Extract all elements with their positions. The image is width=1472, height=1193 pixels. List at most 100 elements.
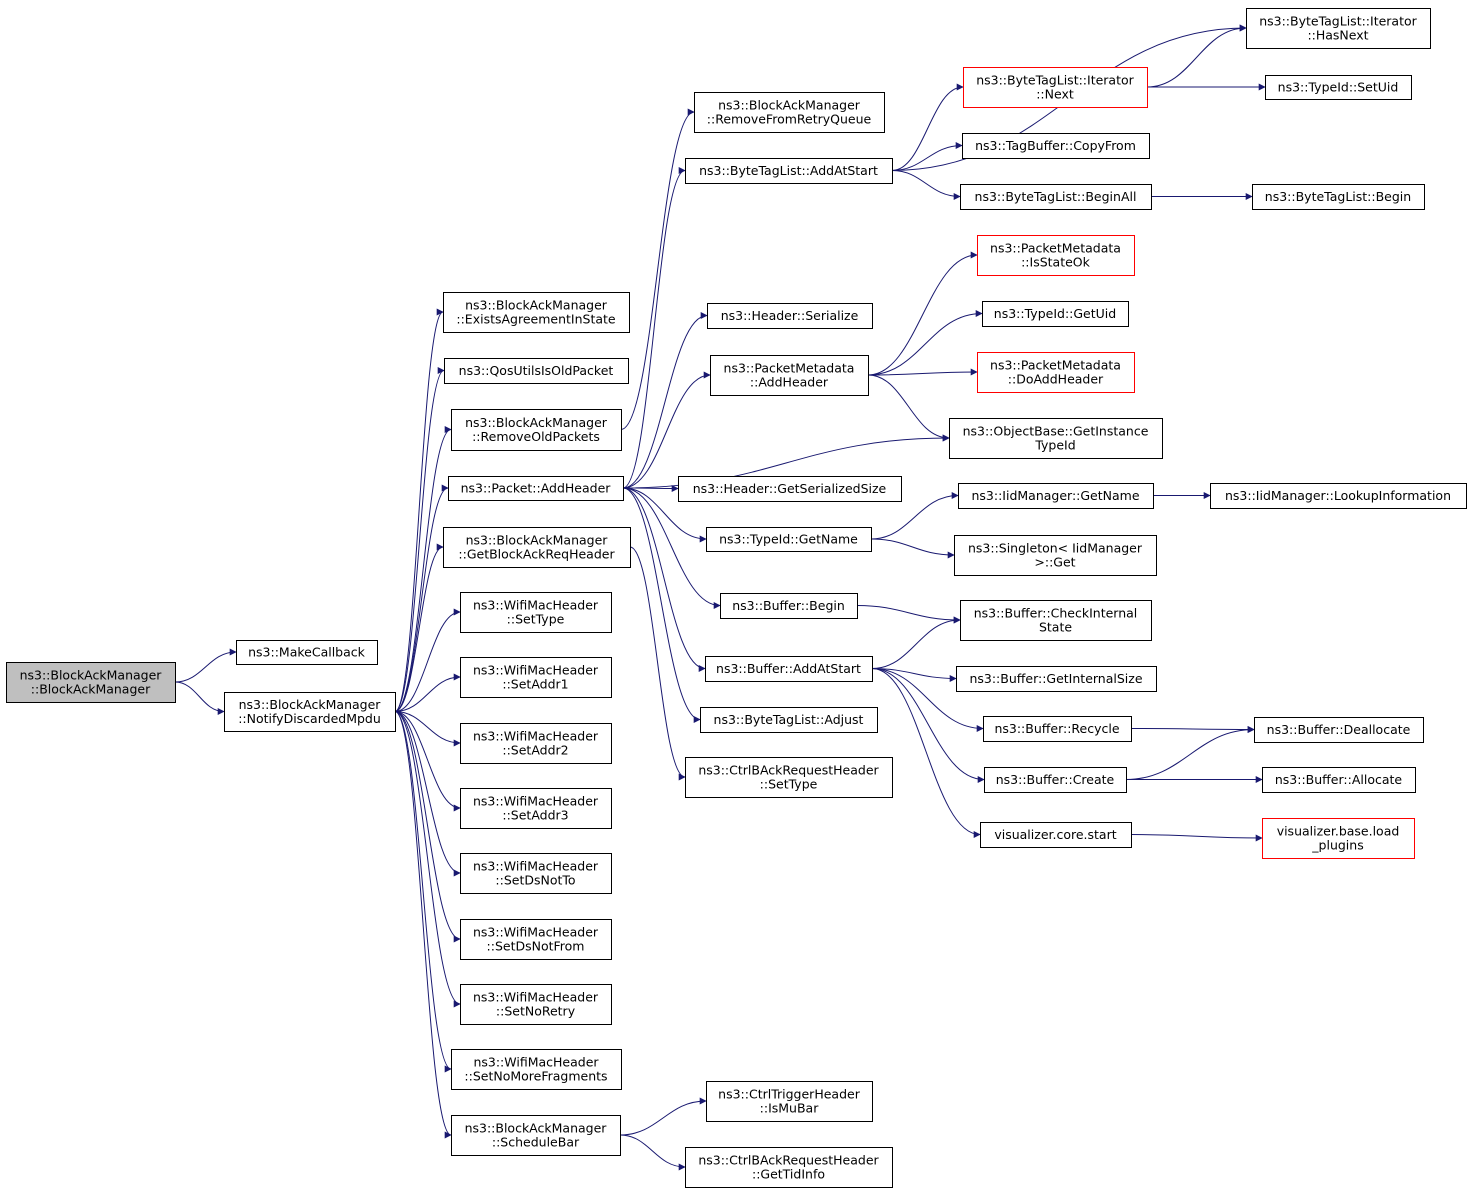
node-typeid_getname[interactable]: ns3::TypeId::GetName [706,527,872,552]
node-box[interactable] [960,600,1152,641]
node-box[interactable] [977,235,1135,276]
node-box[interactable] [1262,818,1415,859]
node-box[interactable] [694,92,885,133]
node-box[interactable] [236,640,378,665]
node-setdsnotto[interactable]: ns3::WifiMacHeader::SetDsNotTo [460,853,612,894]
node-box[interactable] [460,984,612,1025]
node-setnoretry[interactable]: ns3::WifiMacHeader::SetNoRetry [460,984,612,1025]
node-box[interactable] [984,767,1127,793]
node-notify[interactable]: ns3::BlockAckManager::NotifyDiscardedMpd… [224,692,396,732]
node-box[interactable] [710,355,869,396]
node-btl_adjust[interactable]: ns3::ByteTagList::Adjust [700,707,878,733]
node-box[interactable] [1262,767,1416,793]
node-box[interactable] [949,418,1163,459]
node-setaddr1[interactable]: ns3::WifiMacHeader::SetAddr1 [460,657,612,698]
node-box[interactable] [460,592,612,633]
node-box[interactable] [700,707,878,733]
node-root[interactable]: ns3::BlockAckManager::BlockAckManager [6,662,176,703]
node-box[interactable] [707,303,873,329]
node-box[interactable] [678,476,902,502]
node-iid_getname[interactable]: ns3::IidManager::GetName [958,483,1154,509]
node-buf_getintsize[interactable]: ns3::Buffer::GetInternalSize [956,666,1157,692]
node-box[interactable] [451,1049,622,1090]
node-removeold[interactable]: ns3::BlockAckManager::RemoveOldPackets [451,409,622,451]
node-hdr_serialize[interactable]: ns3::Header::Serialize [707,303,873,329]
node-setnomore[interactable]: ns3::WifiMacHeader::SetNoMoreFragments [451,1049,622,1090]
node-box[interactable] [460,853,612,894]
node-btl_addatstart[interactable]: ns3::ByteTagList::AddAtStart [685,158,893,184]
node-typeid_getuid[interactable]: ns3::TypeId::GetUid [982,301,1129,327]
node-box[interactable] [460,723,612,764]
node-buf_recycle[interactable]: ns3::Buffer::Recycle [983,716,1132,742]
node-box[interactable] [980,822,1132,848]
node-box[interactable] [444,358,629,384]
node-box[interactable] [1252,184,1425,210]
node-btl_begin[interactable]: ns3::ByteTagList::Begin [1252,184,1425,210]
node-box[interactable] [954,535,1157,576]
node-buf_alloc[interactable]: ns3::Buffer::Allocate [1262,767,1416,793]
node-removeretry[interactable]: ns3::BlockAckManager::RemoveFromRetryQue… [694,92,885,133]
node-box[interactable] [460,657,612,698]
node-box[interactable] [443,527,631,568]
node-box[interactable] [706,1081,873,1122]
node-btl_beginall[interactable]: ns3::ByteTagList::BeginAll [960,184,1152,210]
node-box[interactable] [460,919,612,960]
node-pm_doaddheader[interactable]: ns3::PacketMetadata::DoAddHeader [977,352,1135,393]
node-it_hasnext[interactable]: ns3::ByteTagList::Iterator::HasNext [1246,8,1431,49]
node-it_next[interactable]: ns3::ByteTagList::Iterator::Next [963,67,1148,108]
node-makecb[interactable]: ns3::MakeCallback [236,640,378,665]
node-box[interactable] [982,301,1129,327]
node-box[interactable] [224,692,396,732]
node-schedulebar[interactable]: ns3::BlockAckManager::ScheduleBar [451,1115,621,1156]
node-addheader[interactable]: ns3::Packet::AddHeader [448,476,624,501]
node-buf_create[interactable]: ns3::Buffer::Create [984,767,1127,793]
node-hdr_getsize[interactable]: ns3::Header::GetSerializedSize [678,476,902,502]
node-box[interactable] [706,527,872,552]
node-box[interactable] [705,656,873,682]
node-ismubar[interactable]: ns3::CtrlTriggerHeader::IsMuBar [706,1081,873,1122]
node-setdsnotfrom[interactable]: ns3::WifiMacHeader::SetDsNotFrom [460,919,612,960]
node-vis_start[interactable]: visualizer.core.start [980,822,1132,848]
node-box[interactable] [451,1115,621,1156]
node-typeid_setuid[interactable]: ns3::TypeId::SetUid [1265,75,1412,100]
node-box[interactable] [460,788,612,829]
node-tagbuf_copyfrom[interactable]: ns3::TagBuffer::CopyFrom [962,133,1150,159]
node-box[interactable] [977,352,1135,393]
node-settype[interactable]: ns3::WifiMacHeader::SetType [460,592,612,633]
node-box[interactable] [685,158,893,184]
node-box[interactable] [685,1147,893,1188]
node-buf_begin[interactable]: ns3::Buffer::Begin [720,593,858,619]
node-buf_dealloc[interactable]: ns3::Buffer::Deallocate [1254,717,1424,743]
node-box[interactable] [451,409,622,451]
node-box[interactable] [962,133,1150,159]
node-box[interactable] [443,292,630,333]
node-box[interactable] [6,662,176,703]
node-exists[interactable]: ns3::BlockAckManager::ExistsAgreementInS… [443,292,630,333]
node-box[interactable] [983,716,1132,742]
node-vis_loadplugins[interactable]: visualizer.base.load_plugins [1262,818,1415,859]
node-box[interactable] [685,757,893,798]
node-box[interactable] [1246,8,1431,49]
node-ctrl_settype[interactable]: ns3::CtrlBAckRequestHeader::SetType [685,757,893,798]
node-singleton_get[interactable]: ns3::Singleton< IidManager>::Get [954,535,1157,576]
node-box[interactable] [963,67,1148,108]
node-box[interactable] [1254,717,1424,743]
node-buf_addatstart[interactable]: ns3::Buffer::AddAtStart [705,656,873,682]
node-qosold[interactable]: ns3::QosUtilsIsOldPacket [444,358,629,384]
node-box[interactable] [956,666,1157,692]
node-setaddr2[interactable]: ns3::WifiMacHeader::SetAddr2 [460,723,612,764]
node-box[interactable] [958,483,1154,509]
node-gettidinfo[interactable]: ns3::CtrlBAckRequestHeader::GetTidInfo [685,1147,893,1188]
node-setaddr3[interactable]: ns3::WifiMacHeader::SetAddr3 [460,788,612,829]
node-box[interactable] [720,593,858,619]
node-box[interactable] [448,476,624,501]
node-pm_isstateok[interactable]: ns3::PacketMetadata::IsStateOk [977,235,1135,276]
node-pm_addheader[interactable]: ns3::PacketMetadata::AddHeader [710,355,869,396]
node-getbar[interactable]: ns3::BlockAckManager::GetBlockAckReqHead… [443,527,631,568]
node-box[interactable] [1210,483,1467,509]
node-iid_lookup[interactable]: ns3::IidManager::LookupInformation [1210,483,1467,509]
node-box[interactable] [1265,75,1412,100]
node-box[interactable] [960,184,1152,210]
